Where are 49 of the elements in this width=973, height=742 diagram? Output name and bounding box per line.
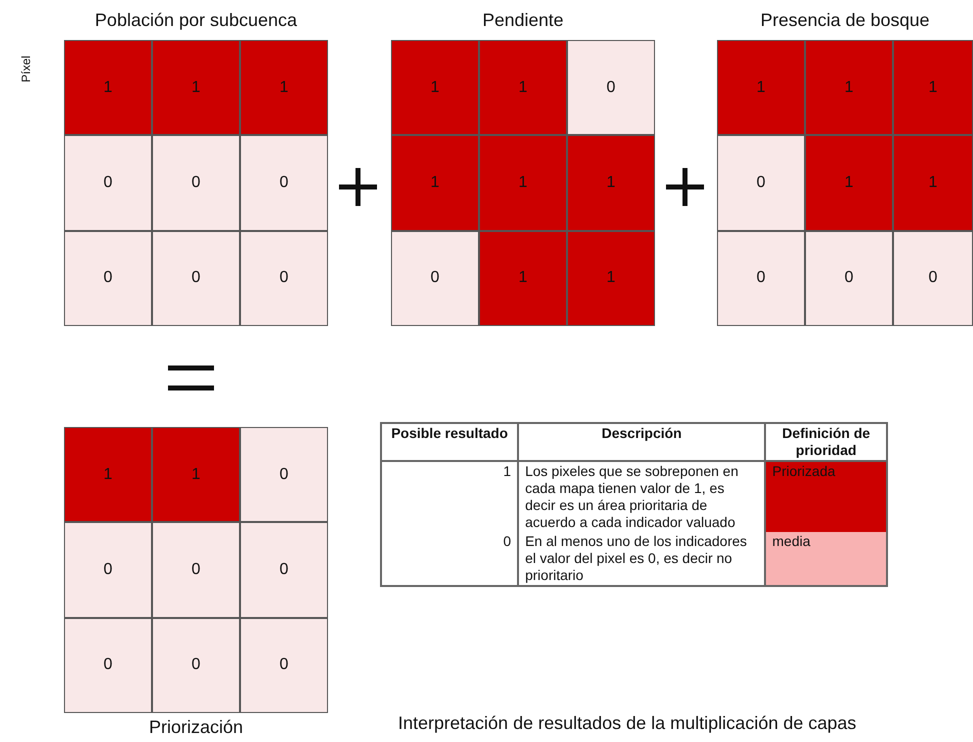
map-title: Población por subcuenca bbox=[94, 10, 298, 31]
table-cell: 0 bbox=[381, 532, 518, 586]
grid-cell: 1 bbox=[893, 135, 973, 231]
grid-cell: 1 bbox=[805, 135, 893, 231]
map-title: Priorización bbox=[148, 716, 244, 738]
table-cell: Priorizada bbox=[765, 461, 887, 532]
grid-cell: 0 bbox=[152, 618, 240, 713]
grid-cell: 0 bbox=[64, 522, 152, 618]
grid-cell: 0 bbox=[240, 522, 328, 618]
grid-cell: 0 bbox=[152, 230, 240, 326]
grid-cell: 0 bbox=[152, 135, 240, 231]
grid-cell: 1 bbox=[64, 40, 152, 136]
column-header: Posible resultado bbox=[381, 423, 518, 461]
grid-cell: 0 bbox=[64, 135, 152, 231]
grid-cell: 1 bbox=[391, 40, 479, 136]
table-cell: 1 bbox=[381, 461, 518, 532]
grid-cell: 1 bbox=[479, 230, 567, 326]
grid-cell: 0 bbox=[391, 230, 479, 326]
grid-cell: 1 bbox=[567, 230, 655, 326]
grid-cell: 1 bbox=[479, 40, 567, 136]
grid-cell: 1 bbox=[391, 135, 479, 231]
grid-cell: 0 bbox=[805, 230, 893, 326]
table-caption: Interpretación de resultados de la multiplicación de capas bbox=[398, 713, 856, 734]
column-header: Descripción bbox=[518, 423, 766, 461]
grid-cell: 0 bbox=[717, 230, 805, 326]
grid-cell: 0 bbox=[240, 427, 328, 522]
grid-cell: 0 bbox=[152, 522, 240, 618]
grid-cell: 1 bbox=[152, 40, 240, 136]
grid-cell: 0 bbox=[567, 40, 655, 136]
grid-cell: 1 bbox=[479, 135, 567, 231]
grid-cell: 0 bbox=[64, 230, 152, 326]
map-title: Presencia de bosque bbox=[759, 10, 931, 31]
grid-cell: 0 bbox=[240, 135, 328, 231]
axis-label: Píxel bbox=[19, 54, 33, 84]
grid-cell: 0 bbox=[64, 618, 152, 713]
grid-cell: 1 bbox=[152, 427, 240, 522]
grid-cell: 1 bbox=[717, 40, 805, 136]
grid-cell: 0 bbox=[717, 135, 805, 231]
grid-cell: 0 bbox=[240, 618, 328, 713]
table-cell: media bbox=[765, 532, 887, 586]
map-title: Pendiente bbox=[481, 10, 565, 31]
grid-cell: 1 bbox=[567, 135, 655, 231]
grid-cell: 1 bbox=[805, 40, 893, 136]
grid-cell: 1 bbox=[64, 427, 152, 522]
grid-cell: 0 bbox=[240, 230, 328, 326]
grid-cell: 0 bbox=[893, 230, 973, 326]
grid-cell: 1 bbox=[893, 40, 973, 136]
table-cell: En al menos uno de los indicadores el valor del pixel es 0, es decir no prioritario bbox=[518, 532, 766, 586]
grid-cell: 1 bbox=[240, 40, 328, 136]
